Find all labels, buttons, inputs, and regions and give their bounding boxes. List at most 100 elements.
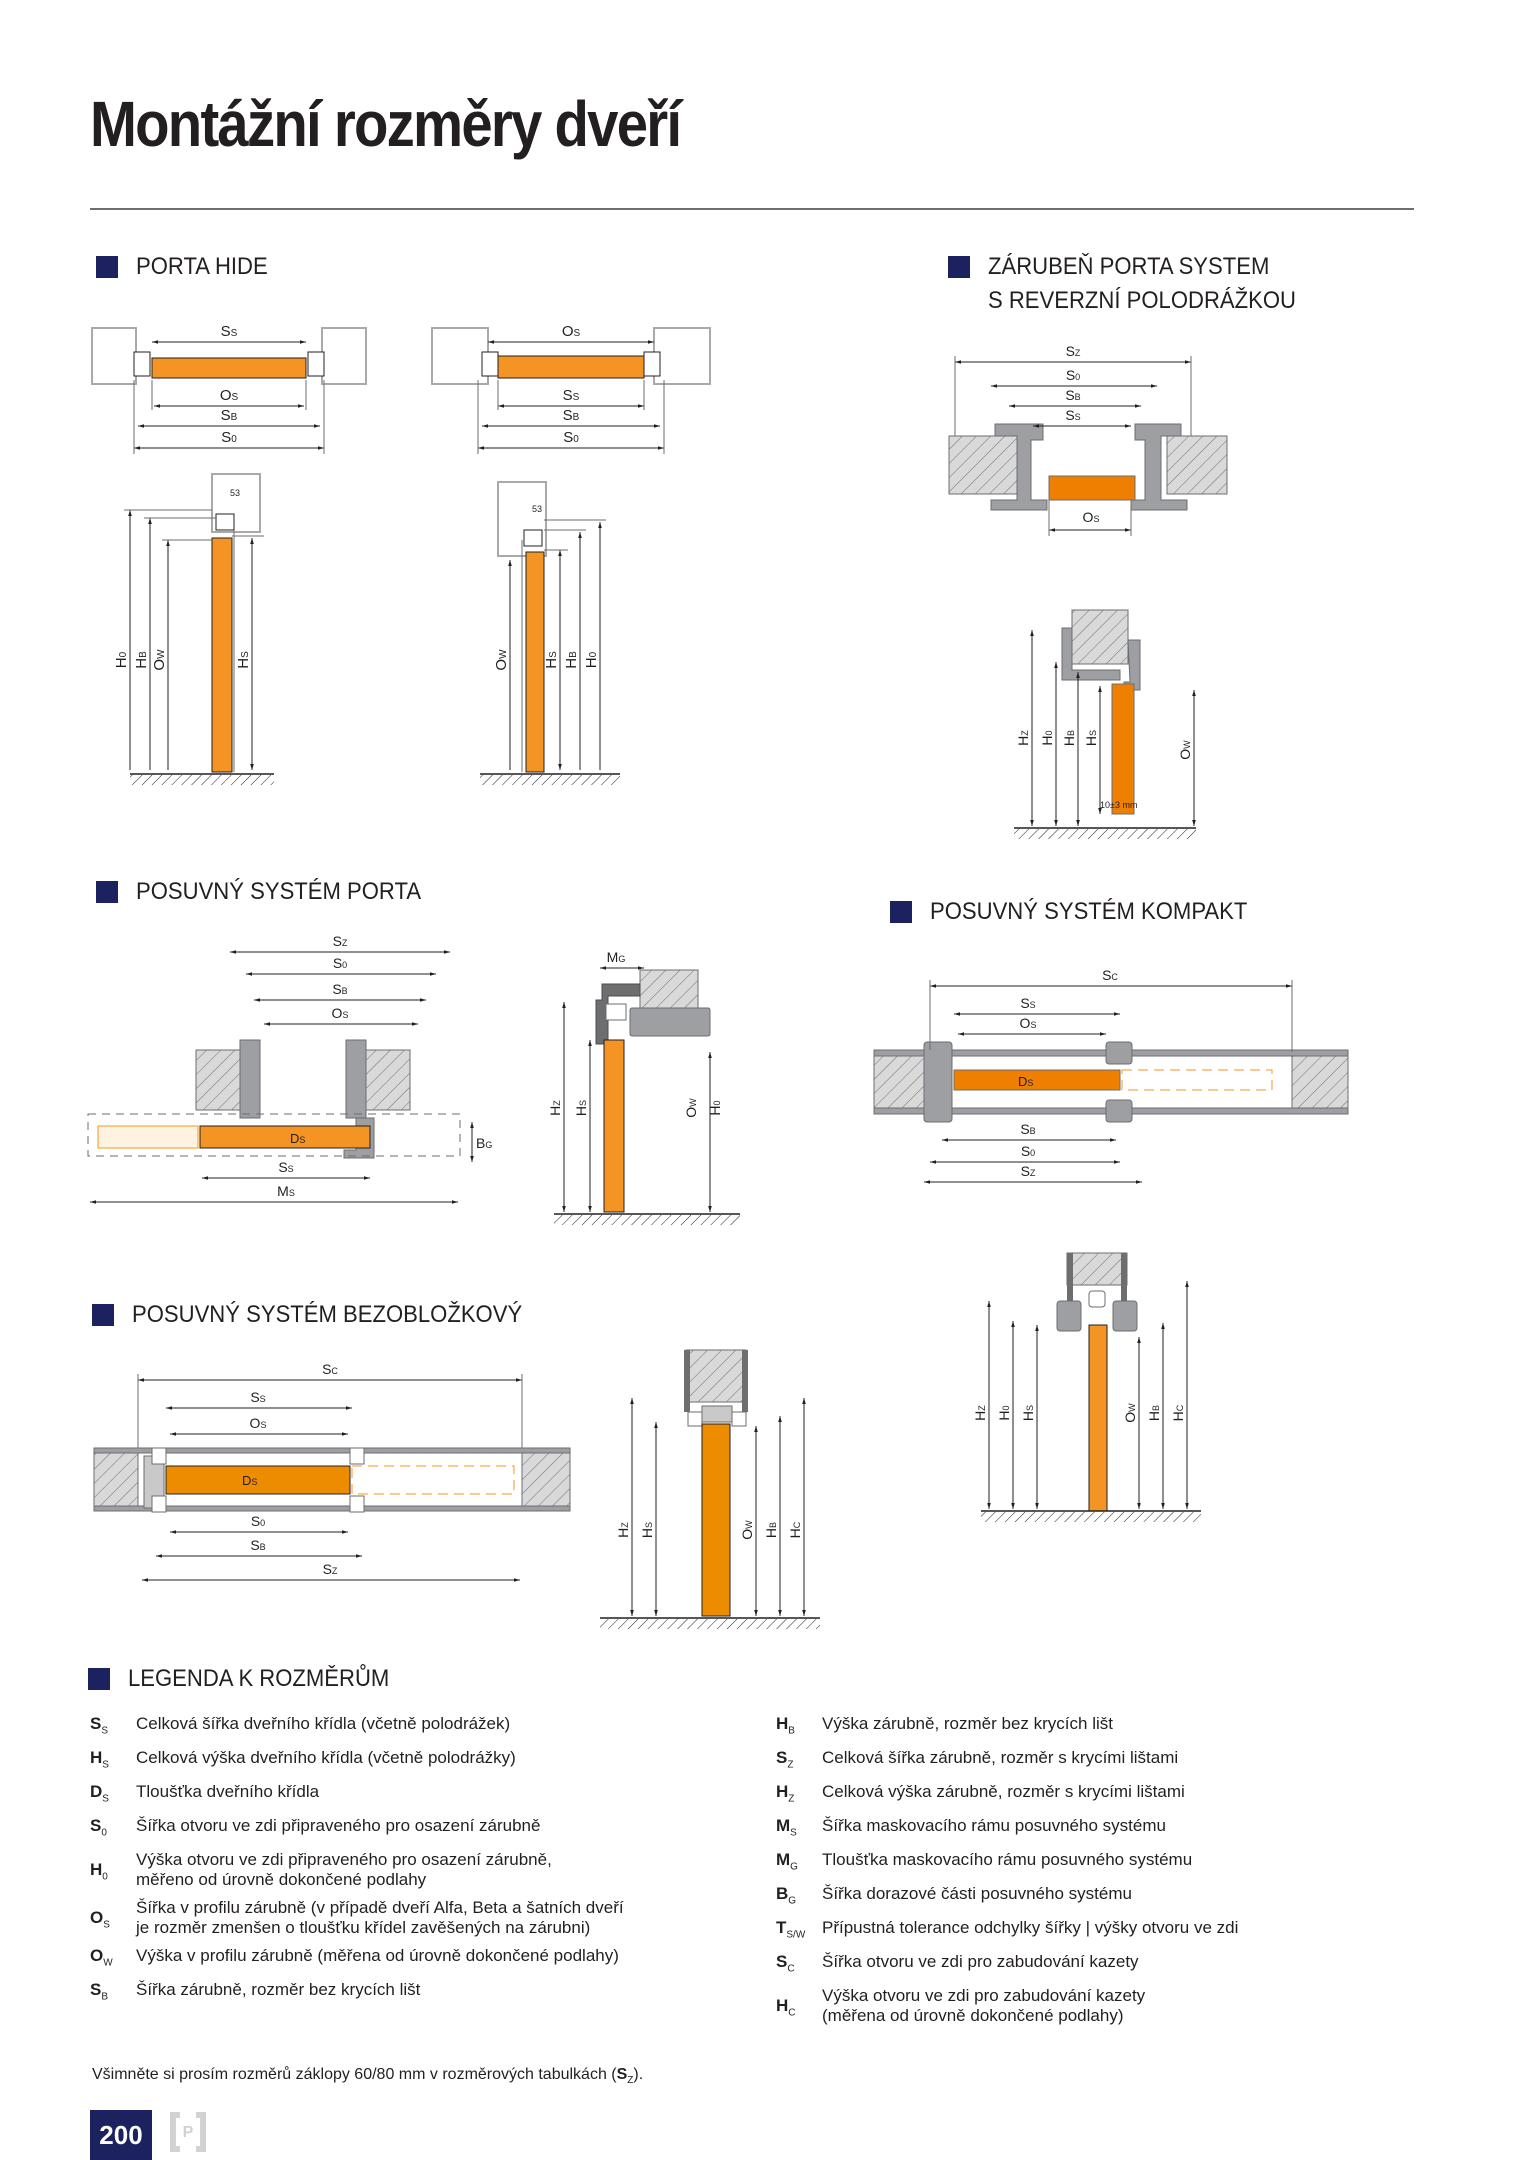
legend-description-line: je rozměr zmenšen o tloušťku křídel zavě… bbox=[136, 1918, 591, 1937]
section-bullet-icon bbox=[948, 256, 970, 278]
door-leaf bbox=[603, 1039, 625, 1213]
svg-text:HB: HB bbox=[133, 651, 150, 669]
legend-symbol: SC bbox=[776, 1952, 822, 1974]
legend-symbol: S0 bbox=[90, 1816, 136, 1838]
dim-sub: G bbox=[618, 954, 625, 964]
svg-text:H0: H0 bbox=[1039, 730, 1055, 745]
dim-label: S bbox=[1102, 967, 1111, 983]
dim-sub: B bbox=[138, 651, 149, 658]
svg-text:MS: MS bbox=[277, 1183, 295, 1199]
dim-label: H bbox=[763, 1528, 779, 1538]
legend-symbol-subscript: S bbox=[102, 1793, 109, 1805]
legend-symbol: MG bbox=[776, 1850, 822, 1872]
legend-description-line: Šířka otvoru ve zdi pro zabudování kazet… bbox=[822, 1952, 1139, 1971]
svg-text:SB: SB bbox=[332, 981, 347, 997]
legend-symbol: SZ bbox=[776, 1748, 822, 1770]
dim-label: O bbox=[151, 659, 168, 671]
svg-text:DS: DS bbox=[1018, 1074, 1033, 1089]
legend-symbol-letter: S bbox=[90, 1816, 102, 1835]
svg-text:HS: HS bbox=[1083, 730, 1099, 746]
section-title: ZÁRUBEŇ PORTA SYSTEM S REVERZNÍ POLODRÁŽ… bbox=[988, 250, 1296, 318]
dim-label: H bbox=[573, 1106, 589, 1116]
legend-description-line: Výška otvoru ve zdi pro zabudování kazet… bbox=[822, 1986, 1146, 2005]
dim-label: H bbox=[543, 658, 560, 669]
legend-symbol-letter: H bbox=[776, 1782, 789, 1801]
dim-label: S bbox=[1066, 367, 1075, 383]
legend-symbol-subscript: C bbox=[787, 1963, 795, 1975]
legend-symbol-letter: B bbox=[776, 1884, 789, 1903]
legend-description-line: Celková výška dveřního křídla (včetně po… bbox=[136, 1748, 516, 1767]
legend-description: Šířka maskovacího rámu posuvného systému bbox=[822, 1816, 1166, 1836]
porta-hide-plan-right: OS SS SB S0 bbox=[431, 323, 711, 454]
door-leaf bbox=[1088, 1324, 1108, 1512]
svg-text:OS: OS bbox=[1083, 509, 1100, 525]
dim-53-label: 53 bbox=[532, 504, 542, 514]
svg-text:HB: HB bbox=[563, 651, 580, 669]
legend-description-line: Výška otvoru ve zdi připraveného pro osa… bbox=[136, 1850, 552, 1869]
legend-description: Výška v profilu zárubně (měřena od úrovn… bbox=[136, 1946, 619, 1966]
dim-sub: B bbox=[568, 651, 579, 658]
svg-text:OS: OS bbox=[332, 1005, 349, 1021]
section-title: POSUVNÝ SYSTÉM KOMPAKT bbox=[930, 898, 1248, 925]
dim-sub: S bbox=[644, 1522, 654, 1528]
legend-description-line: Šířka zárubně, rozměr bez krycích lišt bbox=[136, 1980, 421, 1999]
door-leaf bbox=[525, 551, 545, 773]
svg-text:H0: H0 bbox=[996, 1405, 1012, 1420]
dim-sub: 0 bbox=[1030, 1148, 1035, 1158]
dim-label: S bbox=[322, 1361, 331, 1377]
legend-symbol-subscript: W bbox=[103, 1957, 113, 1969]
dim-label: H bbox=[1170, 1411, 1186, 1421]
dim-sub: S bbox=[574, 328, 581, 339]
dim-label: H bbox=[787, 1528, 803, 1538]
legend-symbol-subscript: S bbox=[103, 1919, 110, 1931]
section-title: LEGENDA K ROZMĚRŮM bbox=[128, 1665, 390, 1692]
page-title: Montážní rozměry dveří bbox=[90, 88, 682, 160]
dim-sub: Z bbox=[332, 1566, 338, 1576]
dim-sub: W bbox=[1127, 1403, 1137, 1412]
dim-sub: C bbox=[1175, 1404, 1185, 1411]
section-posuvny-kompakt: POSUVNÝ SYSTÉM KOMPAKT bbox=[890, 895, 1275, 929]
dim-sub: Z bbox=[1030, 1168, 1036, 1178]
legend-symbol: BG bbox=[776, 1884, 822, 1906]
section-title: POSUVNÝ SYSTÉM PORTA bbox=[136, 878, 422, 905]
dim-sub: S bbox=[1027, 1078, 1033, 1088]
section-bullet-icon bbox=[890, 901, 912, 923]
svg-text:HS: HS bbox=[235, 651, 252, 669]
legend-symbol: MS bbox=[776, 1816, 822, 1838]
legend-symbol: HC bbox=[776, 1986, 822, 2018]
dim-sub: W bbox=[744, 1520, 754, 1529]
legend-symbol: H0 bbox=[90, 1850, 136, 1882]
brand-logo-icon: P bbox=[170, 2112, 206, 2152]
svg-text:OS: OS bbox=[562, 323, 581, 340]
posuvny-porta-section-diagram: MG HZ HS OW H0 bbox=[547, 949, 740, 1225]
dim-sub: B bbox=[573, 412, 580, 423]
dim-label: O bbox=[562, 323, 574, 340]
dim-label: H bbox=[1020, 1411, 1036, 1421]
dim-label: S bbox=[563, 407, 573, 424]
svg-text:OW: OW bbox=[683, 1098, 699, 1118]
legend-symbol-letter: S bbox=[776, 1748, 788, 1767]
dim-sub: Z bbox=[552, 1100, 562, 1106]
porta-hide-plan-left: SS OS SB S0 bbox=[91, 323, 367, 454]
section-title: POSUVNÝ SYSTÉM BEZOBLOŽKOVÝ bbox=[132, 1301, 523, 1328]
dim-label: O bbox=[683, 1107, 699, 1118]
legend-description-line: Tloušťka dveřního křídla bbox=[136, 1782, 320, 1801]
legend-description: Šířka otvoru ve zdi pro zabudování kazet… bbox=[822, 1952, 1139, 1972]
dim-sub: S bbox=[342, 1010, 348, 1020]
footnote-end: ). bbox=[633, 2066, 644, 2083]
legend-description-line: Šířka maskovacího rámu posuvného systému bbox=[822, 1816, 1166, 1835]
brand-logo-letter: P bbox=[183, 2124, 194, 2141]
dim-sub: W bbox=[156, 649, 167, 659]
dim-label: H bbox=[113, 657, 130, 668]
svg-text:S0: S0 bbox=[1021, 1143, 1035, 1159]
legend-symbol-subscript: G bbox=[788, 1895, 797, 1907]
dim-sub: Z bbox=[1075, 348, 1081, 358]
dim-sub: B bbox=[342, 986, 348, 996]
dim-label: S bbox=[1020, 995, 1029, 1011]
legend-symbol: HS bbox=[90, 1748, 136, 1770]
dim-label: H bbox=[615, 1528, 631, 1538]
dim-sub: S bbox=[240, 651, 251, 658]
dim-sub: 0 bbox=[1001, 1405, 1011, 1410]
